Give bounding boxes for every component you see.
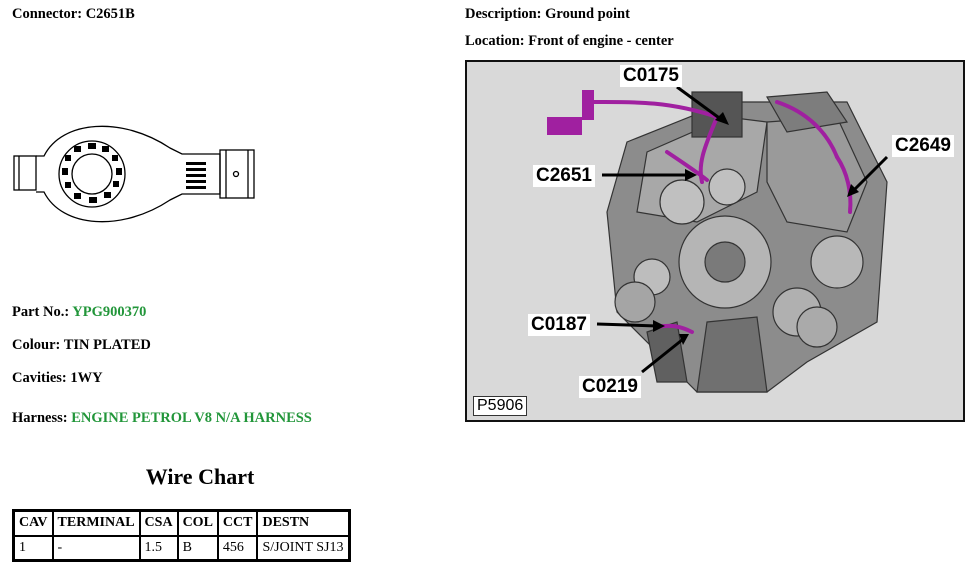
ring-terminal-drawing	[13, 125, 255, 223]
callout-c2649: C2649	[892, 135, 954, 157]
header-cct: CCT	[216, 509, 259, 537]
description-value: Ground point	[545, 6, 630, 22]
cell-destn: S/JOINT SJ13	[256, 534, 351, 562]
engine-figure: C0175 C2649 C2651 C0187 C0219 P5906	[465, 60, 965, 422]
connector-label: Connector:	[12, 6, 83, 22]
part-no-link[interactable]: YPG900370	[72, 304, 147, 320]
cell-csa: 1.5	[138, 534, 179, 562]
description-label: Description:	[465, 6, 542, 22]
wire-chart-title: Wire Chart	[145, 464, 255, 489]
engine-illustration	[547, 90, 888, 393]
cavities-value: 1WY	[70, 370, 103, 386]
colour-line: Colour: TIN PLATED	[12, 337, 151, 354]
header-cav: CAV	[12, 509, 54, 537]
cell-terminal: -	[51, 534, 141, 562]
part-no-label: Part No.:	[12, 304, 70, 320]
harness-line: Harness: ENGINE PETROL V8 N/A HARNESS	[12, 410, 312, 427]
wire-chart-table: CAV TERMINAL CSA COL CCT DESTN 1 - 1.5 B…	[12, 509, 351, 562]
cell-cav: 1	[12, 534, 54, 562]
figure-id: P5906	[473, 396, 528, 416]
cell-cct: 456	[216, 534, 259, 562]
cavities-line: Cavities: 1WY	[12, 370, 103, 387]
callout-arrows	[596, 85, 889, 374]
callout-c0219: C0219	[579, 376, 641, 398]
header-destn: DESTN	[256, 509, 351, 537]
cell-col: B	[176, 534, 219, 562]
callout-c0187: C0187	[528, 314, 590, 336]
part-no-line: Part No.: YPG900370	[12, 304, 146, 321]
callout-c2651: C2651	[533, 165, 595, 187]
location-line: Location: Front of engine - center	[465, 33, 674, 50]
callout-c0175: C0175	[620, 65, 682, 87]
colour-label: Colour:	[12, 337, 61, 353]
location-label: Location:	[465, 33, 525, 49]
harness-label: Harness:	[12, 410, 68, 426]
wire-chart-header-row: CAV TERMINAL CSA COL CCT DESTN	[12, 509, 351, 537]
description-line: Description: Ground point	[465, 6, 630, 23]
header-csa: CSA	[138, 509, 179, 537]
cavities-label: Cavities:	[12, 370, 67, 386]
header-col: COL	[176, 509, 219, 537]
connector-value: C2651B	[85, 6, 135, 22]
harness-link[interactable]: ENGINE PETROL V8 N/A HARNESS	[71, 410, 312, 426]
connector-line: Connector: C2651B	[12, 6, 135, 23]
header-terminal: TERMINAL	[51, 509, 141, 537]
location-value: Front of engine - center	[528, 33, 674, 49]
table-row: 1 - 1.5 B 456 S/JOINT SJ13	[12, 534, 351, 562]
colour-value: TIN PLATED	[63, 337, 151, 353]
